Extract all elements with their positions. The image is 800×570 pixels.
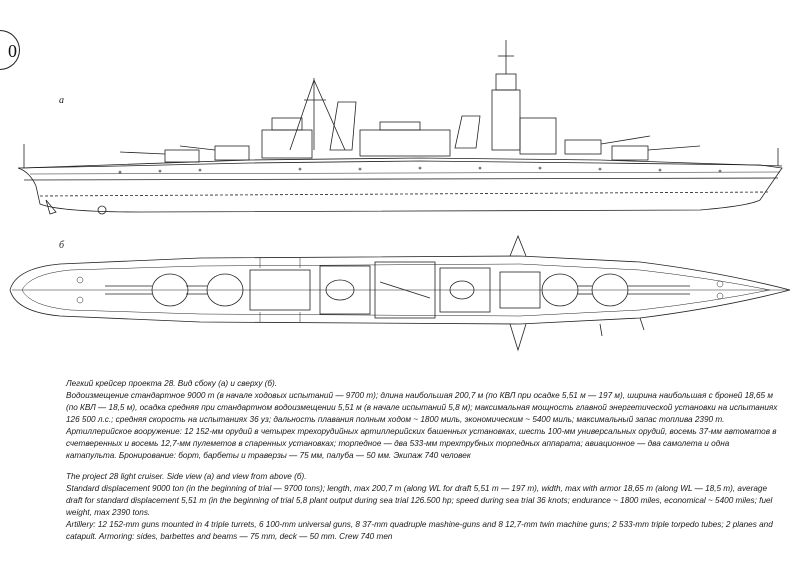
side-view-label: а bbox=[59, 95, 64, 106]
top-view-drawing bbox=[9, 234, 791, 352]
top-view-label: б bbox=[59, 240, 65, 251]
caption: Легкий крейсер проекта 28. Вид сбоку (а)… bbox=[66, 378, 778, 543]
caption-ru-title: Легкий крейсер проекта 28. Вид сбоку (а)… bbox=[66, 379, 278, 388]
caption-ru-armament: Артиллерийское вооружение: 12 152-мм ору… bbox=[66, 427, 777, 460]
caption-ru-specs: Водоизмещение стандартное 9000 т (в нача… bbox=[66, 391, 778, 424]
caption-en-title: The project 28 light cruiser. Side view … bbox=[66, 472, 307, 481]
side-view-drawing bbox=[17, 40, 783, 215]
caption-en-specs: Standard displacement 9000 ton (in the b… bbox=[66, 484, 773, 517]
caption-en-armament: Artillery: 12 152-mm guns mounted in 4 t… bbox=[66, 520, 773, 541]
